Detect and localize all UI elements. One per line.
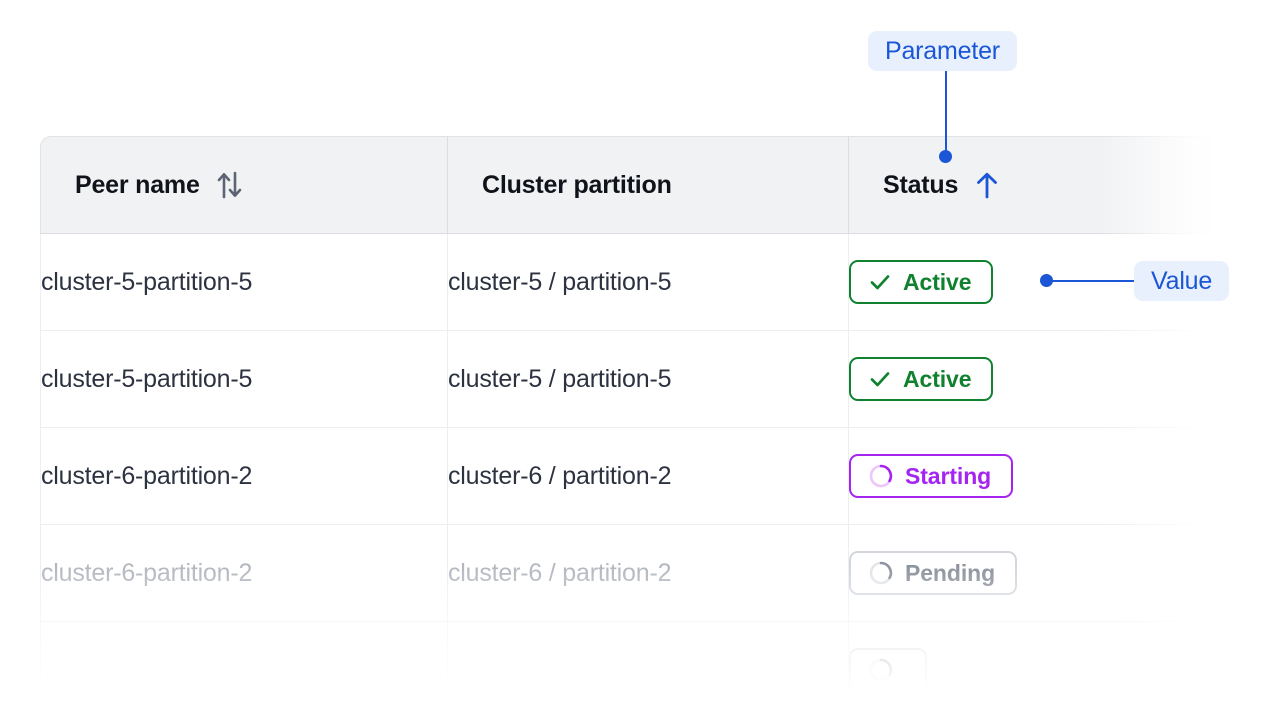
annotation-label-parameter: Parameter xyxy=(868,31,1017,71)
status-badge[interactable]: Starting xyxy=(849,454,1014,498)
table-row[interactable]: cluster-6-partition-2 cluster-6 / partit… xyxy=(40,525,1223,622)
status-badge[interactable]: Pending xyxy=(849,551,1018,595)
cell-status xyxy=(848,622,1223,719)
spinner-icon xyxy=(868,657,894,683)
spinner-icon xyxy=(868,463,894,489)
table-row[interactable]: cluster-5-partition-5 cluster-5 / partit… xyxy=(40,331,1223,428)
cell-peer-name: cluster-5-partition-5 xyxy=(40,331,447,428)
column-header-cluster-partition[interactable]: Cluster partition xyxy=(447,136,848,234)
table-body: cluster-5-partition-5 cluster-5 / partit… xyxy=(40,234,1223,719)
cell-peer-name xyxy=(40,622,447,719)
cell-cluster-partition: cluster-5 / partition-5 xyxy=(447,234,848,331)
sort-both-arrows-icon[interactable] xyxy=(216,170,243,200)
table-row[interactable]: cluster-5-partition-5 cluster-5 / partit… xyxy=(40,234,1223,331)
cell-cluster-partition xyxy=(447,622,848,719)
cell-cluster-partition: cluster-6 / partition-2 xyxy=(447,525,848,622)
cell-peer-name: cluster-6-partition-2 xyxy=(40,525,447,622)
table-row[interactable]: cluster-6-partition-2 cluster-6 / partit… xyxy=(40,428,1223,525)
cell-peer-name: cluster-6-partition-2 xyxy=(40,428,447,525)
annotation-dot-value xyxy=(1040,274,1053,287)
status-badge[interactable]: Active xyxy=(849,357,994,401)
peer-table-container: Peer name Cluster partit xyxy=(40,136,1223,719)
cell-cluster-partition: cluster-6 / partition-2 xyxy=(447,428,848,525)
arrow-up-icon[interactable] xyxy=(974,170,1000,200)
status-badge[interactable]: Active xyxy=(849,260,994,304)
column-header-peer-name[interactable]: Peer name xyxy=(40,136,447,234)
column-header-label-cluster-partition: Cluster partition xyxy=(482,170,672,199)
column-header-label-peer-name: Peer name xyxy=(75,170,200,199)
peer-table: Peer name Cluster partit xyxy=(40,136,1223,719)
status-badge[interactable] xyxy=(849,648,927,692)
annotation-connector-value xyxy=(1052,280,1134,282)
cell-peer-name: cluster-5-partition-5 xyxy=(40,234,447,331)
table-header: Peer name Cluster partit xyxy=(40,136,1223,234)
spinner-icon xyxy=(868,560,894,586)
check-icon xyxy=(868,367,892,391)
column-header-status[interactable]: Status xyxy=(848,136,1223,234)
annotation-label-value: Value xyxy=(1134,261,1230,301)
annotation-dot-parameter xyxy=(939,150,952,163)
status-badge-label: Active xyxy=(903,268,972,295)
status-badge-label: Starting xyxy=(905,462,992,489)
column-header-label-status: Status xyxy=(883,170,959,199)
cell-status: Active xyxy=(848,331,1223,428)
annotation-connector-parameter xyxy=(945,71,947,157)
cell-cluster-partition: cluster-5 / partition-5 xyxy=(447,331,848,428)
status-badge-label: Active xyxy=(903,365,972,392)
table-header-row: Peer name Cluster partit xyxy=(40,136,1223,234)
check-icon xyxy=(868,270,892,294)
status-badge-label: Pending xyxy=(905,559,996,586)
table-row[interactable] xyxy=(40,622,1223,719)
cell-status: Pending xyxy=(848,525,1223,622)
cell-status: Starting xyxy=(848,428,1223,525)
